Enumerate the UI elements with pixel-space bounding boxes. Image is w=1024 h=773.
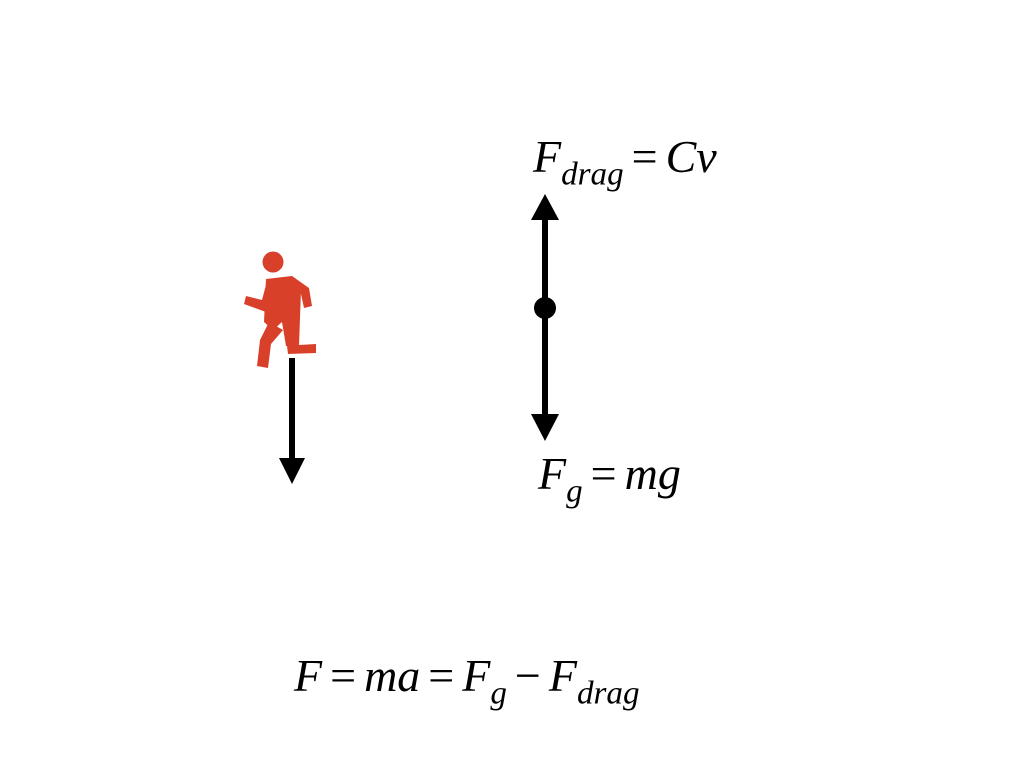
net-force-equation: F=ma=Fg−Fdrag <box>294 650 640 710</box>
force-arrows <box>531 194 559 441</box>
gravity-subscript: g <box>490 674 507 712</box>
drag-force-symbol: F <box>533 131 562 182</box>
gravity-rhs: mg <box>624 448 681 499</box>
gravity-force-symbol: F <box>462 650 491 701</box>
drag-rhs: Cv <box>665 131 717 182</box>
drag-subscript: drag <box>576 674 640 712</box>
gravity-subscript: g <box>566 472 583 510</box>
drag-force-symbol: F <box>548 650 577 701</box>
equals-sign: = <box>631 131 658 182</box>
running-person-icon <box>244 251 316 368</box>
equals-sign: = <box>428 650 455 701</box>
equals-sign: = <box>590 448 617 499</box>
arrow-down-icon <box>531 308 559 441</box>
drag-subscript: drag <box>561 155 624 193</box>
gravity-force-equation: Fg=mg <box>538 448 681 508</box>
net-force-symbol: F <box>294 650 323 701</box>
drag-force-equation: Fdrag=Cv <box>533 131 717 191</box>
arrow-up-icon <box>531 194 559 308</box>
arrow-down-icon <box>279 358 305 484</box>
point-mass-dot <box>534 297 556 319</box>
minus-sign: − <box>514 650 541 701</box>
equals-sign: = <box>330 650 357 701</box>
gravity-force-symbol: F <box>538 448 567 499</box>
ma-term: ma <box>364 650 421 701</box>
